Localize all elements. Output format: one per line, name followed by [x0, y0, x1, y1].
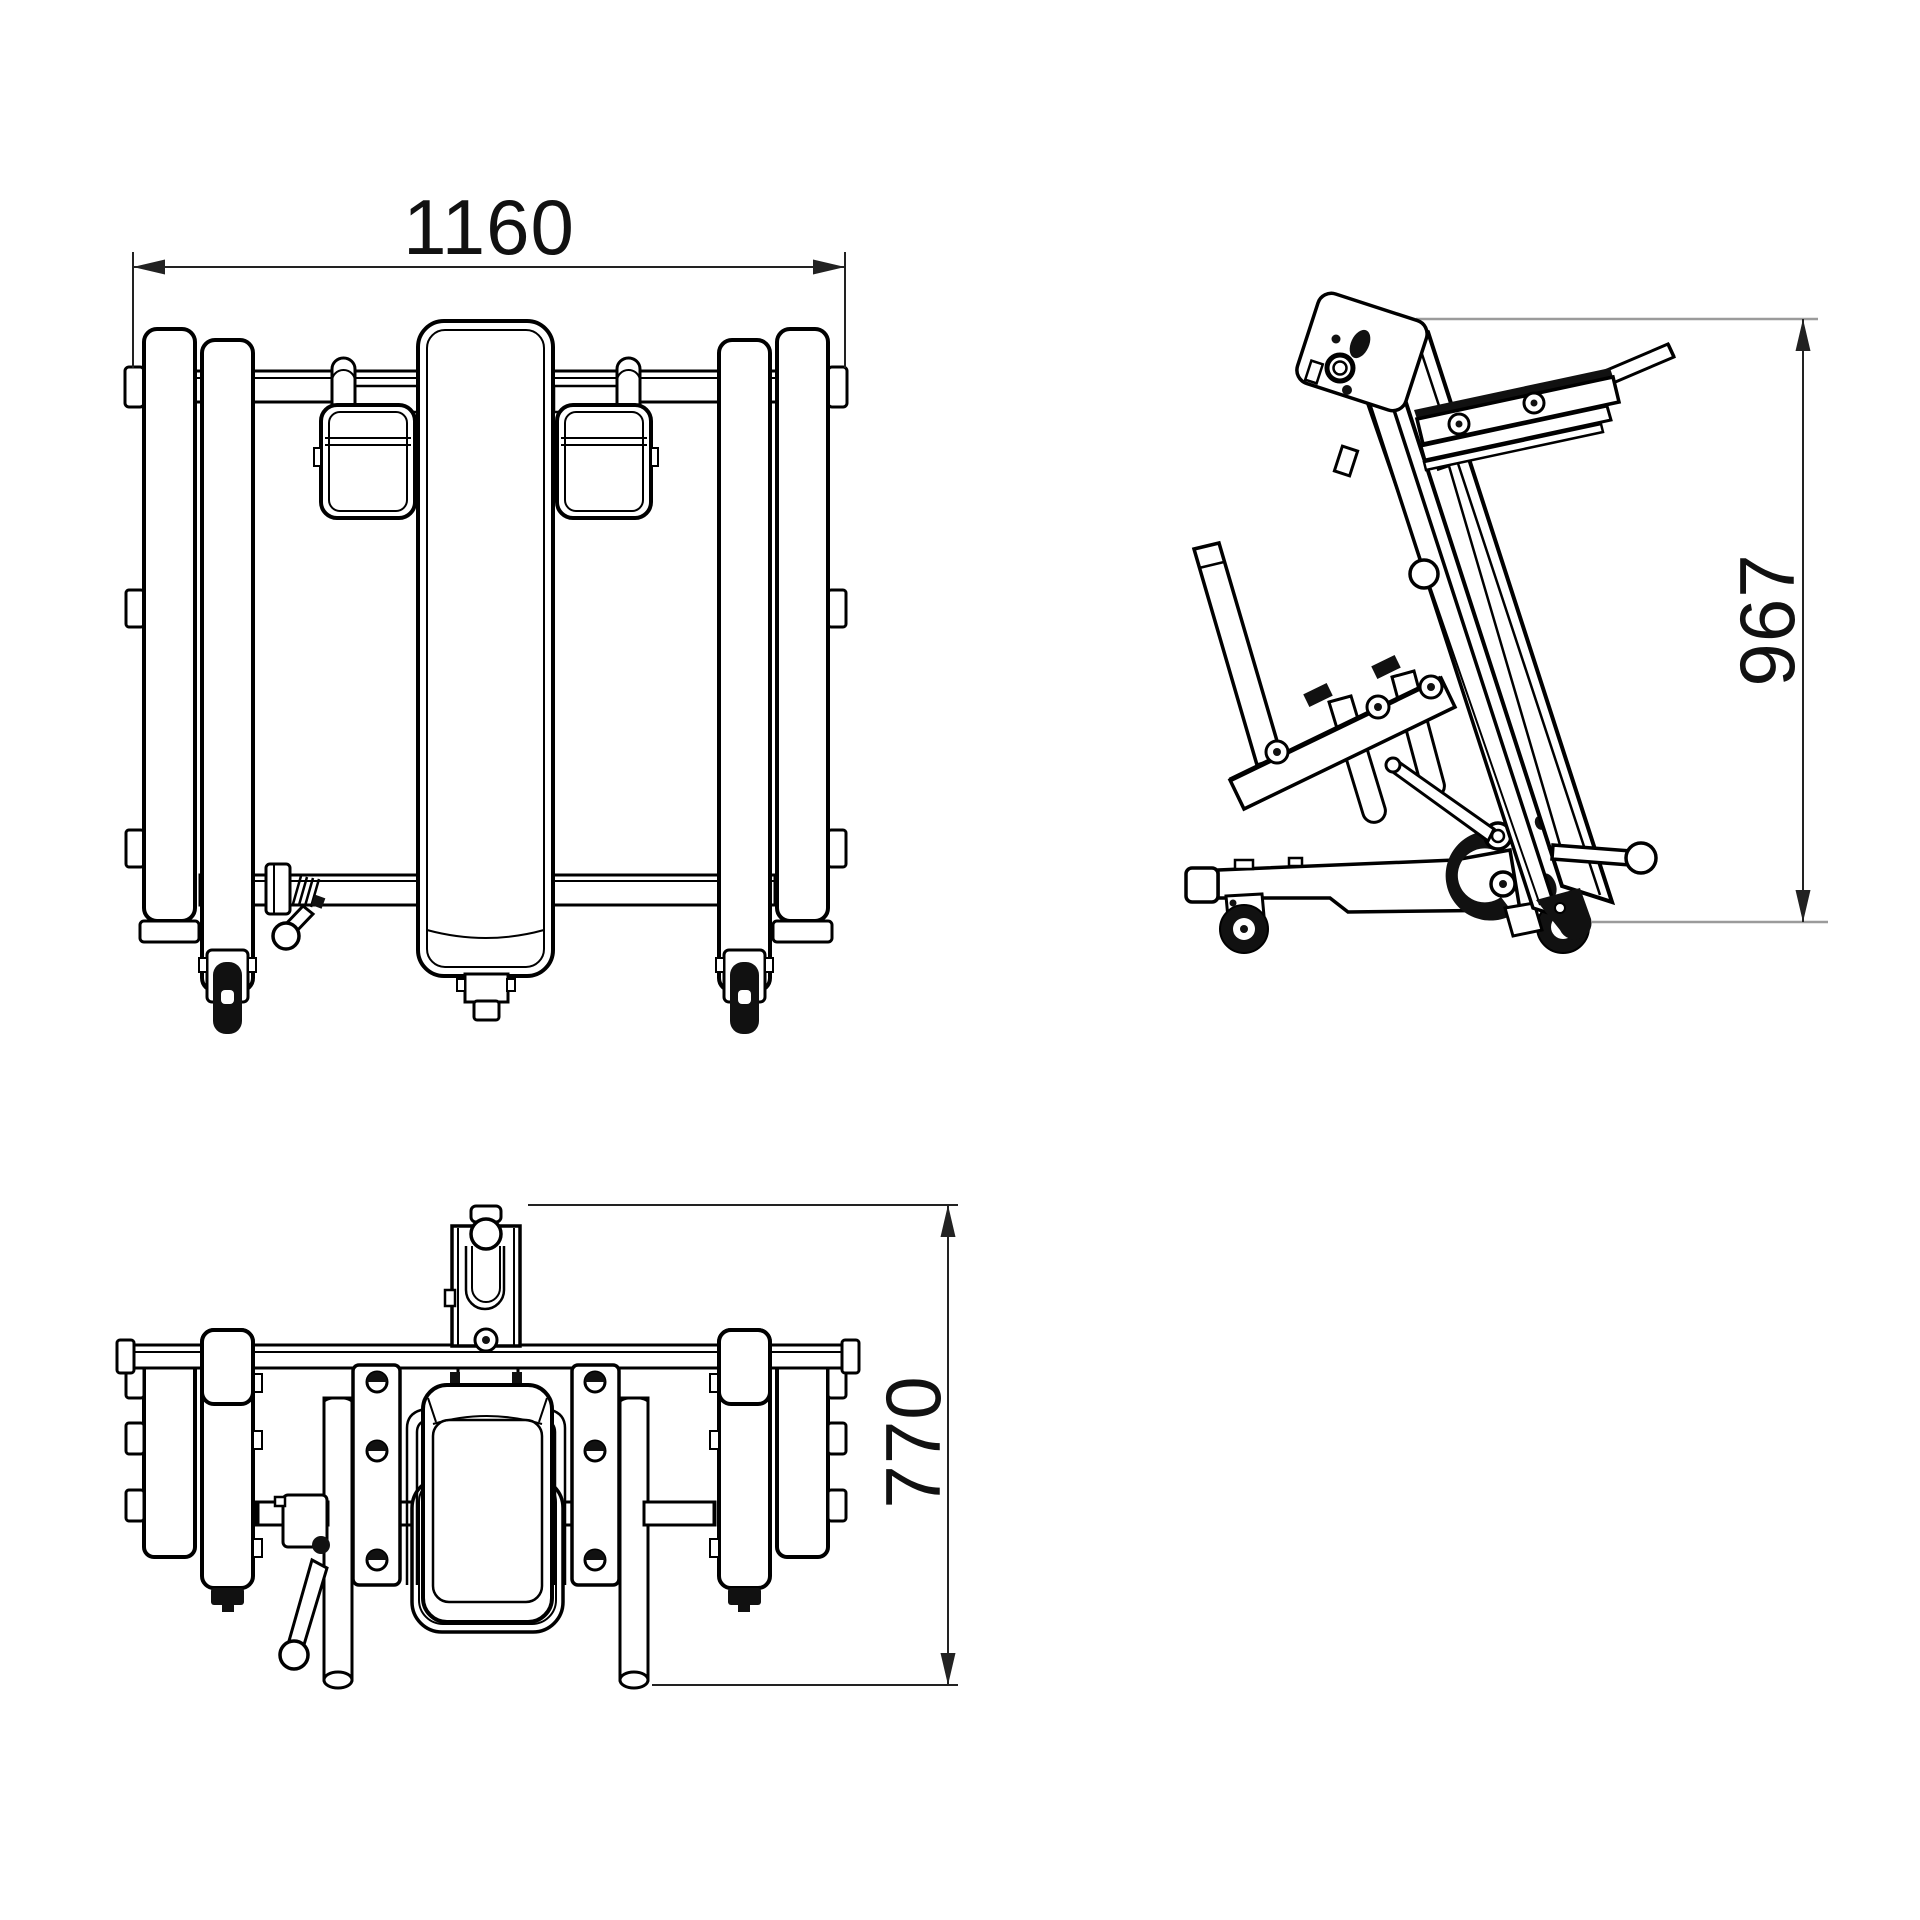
seat-arm	[1414, 342, 1677, 472]
center-post	[443, 1204, 522, 1392]
width-dimension: 1160	[132, 183, 846, 368]
side-view: 967	[1184, 291, 1828, 954]
lever-ball-knob	[1624, 841, 1658, 875]
lever-knob	[271, 921, 301, 951]
front-view: 770	[115, 1204, 958, 1690]
top-view-right-pads	[552, 327, 849, 1036]
front-caster-wheel	[1219, 892, 1269, 954]
top-view: 1160	[123, 183, 849, 1036]
lock-lever	[1550, 841, 1658, 875]
crank-ball-knob	[278, 1639, 310, 1671]
top-view-left-pads	[123, 327, 420, 1036]
pivot-hole	[1408, 558, 1440, 590]
foot-plate	[1227, 655, 1458, 812]
depth-dimension: 770	[528, 1204, 958, 1686]
column-head	[1295, 291, 1429, 413]
center-seat-pad	[416, 319, 555, 1022]
height-dimension-label: 967	[1723, 553, 1811, 686]
crank-lever	[273, 1493, 330, 1671]
front-support-bar	[1191, 540, 1285, 768]
center-pad-front	[421, 1383, 554, 1624]
height-dimension: 967	[1723, 319, 1811, 922]
depth-dimension-label: 770	[869, 1375, 957, 1508]
width-dimension-label: 1160	[403, 183, 575, 271]
adjust-lever	[264, 862, 326, 951]
